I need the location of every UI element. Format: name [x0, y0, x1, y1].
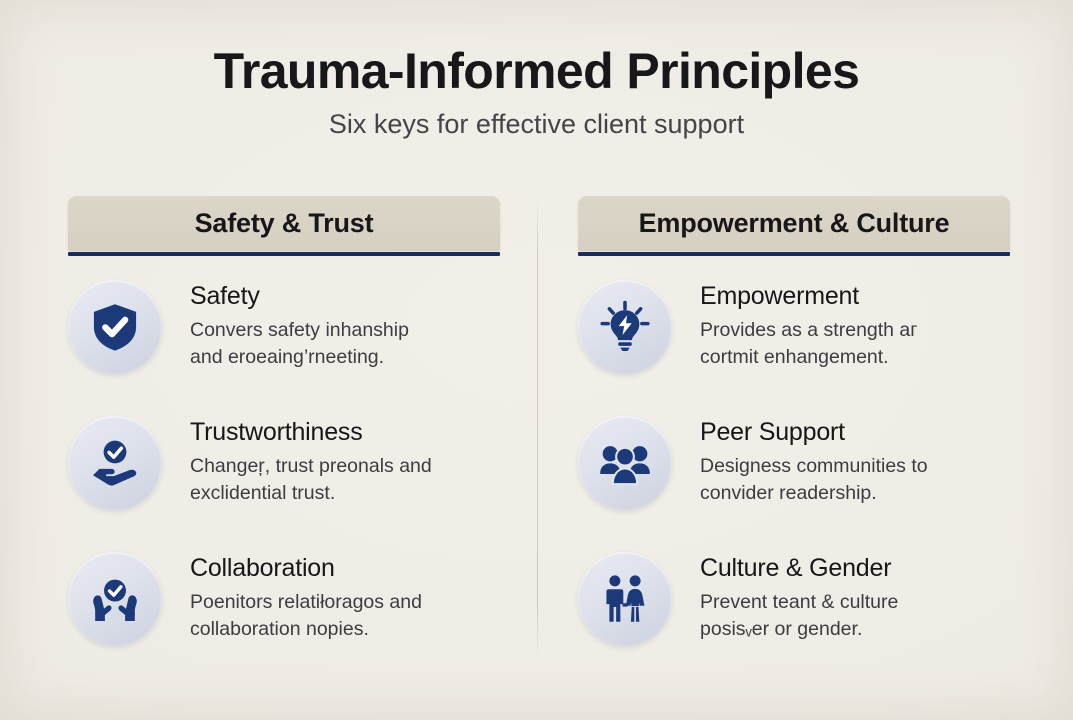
description-line: Convers safety inhanship	[190, 319, 409, 342]
list-item-title: Peer Support	[700, 418, 845, 447]
description-line: Prevent teant & culture	[700, 591, 899, 614]
column-accent-underline	[578, 252, 1010, 257]
list-item-text: Trustworthiness Changeŗ, trust preonals…	[190, 414, 432, 507]
poster-header: Trauma-Informed Principles Six keys for …	[0, 44, 1073, 140]
list-item-title: Collaboration	[190, 554, 335, 583]
list-item[interactable]: Collaboration Poenitors relatiłoragos an…	[68, 550, 500, 686]
shield-check-icon	[68, 280, 162, 375]
item-list-safety-and-trust: Safety Convers safety inhanship and eroe…	[68, 278, 500, 686]
list-item[interactable]: Trustworthiness Changeŗ, trust preonals…	[68, 414, 500, 550]
list-item-description: Designess communities to convider reader…	[700, 453, 928, 507]
list-item-description: Prevent teant & culture posisᵥer or gend…	[700, 589, 898, 643]
list-item-title: Culture & Gender	[700, 554, 892, 583]
column-divider	[537, 198, 538, 660]
description-line: and eroeaing’rneeting.	[190, 346, 385, 369]
list-item-text: Empowerment Provides as a strength aг co…	[700, 278, 917, 371]
list-item-description: Changeŗ, trust preonals and exclidentia…	[190, 453, 432, 507]
list-item-text: Culture & Gender Prevent teant & culture…	[700, 550, 898, 643]
list-item-text: Collaboration Poenitors relatiłoragos an…	[190, 550, 422, 643]
description-line: cortmit enhangement.	[700, 346, 889, 369]
people-group-icon	[578, 416, 672, 511]
list-item-text: Peer Support Designess communities to co…	[700, 414, 928, 507]
list-item-title: Safety	[190, 282, 260, 311]
column-header-safety-and-trust: Safety & Trust	[68, 196, 500, 252]
column-accent-underline	[68, 252, 500, 257]
list-item[interactable]: Culture & Gender Prevent teant & culture…	[578, 550, 1010, 686]
column-header-empowerment-and-culture: Empowerment & Culture	[578, 196, 1010, 252]
list-item-text: Safety Convers safety inhanship and eroe…	[190, 278, 409, 371]
column-heading-label: Empowerment & Culture	[638, 208, 950, 238]
column-heading-label: Safety & Trust	[194, 208, 374, 238]
page-title: Trauma-Informed Principles	[213, 43, 860, 99]
column-empowerment-and-culture: Empowerment & Culture	[578, 196, 1010, 686]
list-item[interactable]: Peer Support Designess communities to co…	[578, 414, 1010, 550]
description-line: Provides as a strength aг	[700, 319, 918, 342]
list-item-title: Trustworthiness	[190, 418, 363, 447]
description-line: Designess communities to	[700, 455, 928, 478]
description-line: collaboration nopies.	[190, 618, 369, 641]
page-subtitle: Six keys for effective client support	[328, 109, 745, 139]
description-line: Poenitors relatiłoragos and	[190, 591, 422, 614]
lightbulb-bolt-icon	[578, 280, 672, 375]
list-item-title: Empowerment	[700, 282, 859, 311]
columns-container: Safety & Trust Safety Convers s	[68, 196, 1013, 686]
list-item-description: Poenitors relatiłoragos and collaboratio…	[190, 589, 422, 643]
list-item[interactable]: Empowerment Provides as a strength aг co…	[578, 278, 1010, 414]
list-item-description: Convers safety inhanship and eroeaing’rn…	[190, 317, 409, 371]
description-line: posisᵥer or gender.	[700, 618, 863, 641]
description-line: Changeŗ, trust preonals and	[190, 455, 432, 478]
list-item-description: Provides as a strength aг cortmit enhang…	[700, 317, 917, 371]
column-safety-and-trust: Safety & Trust Safety Convers s	[68, 196, 500, 686]
man-woman-pair-icon	[578, 552, 672, 647]
description-line: convider readership.	[700, 482, 877, 505]
hand-holding-check-icon	[68, 416, 162, 511]
list-item[interactable]: Safety Convers safety inhanship and eroe…	[68, 278, 500, 414]
description-line: exclidential trust.	[190, 482, 336, 505]
hands-holding-check-icon	[68, 552, 162, 647]
item-list-empowerment-and-culture: Empowerment Provides as a strength aг co…	[578, 278, 1010, 686]
